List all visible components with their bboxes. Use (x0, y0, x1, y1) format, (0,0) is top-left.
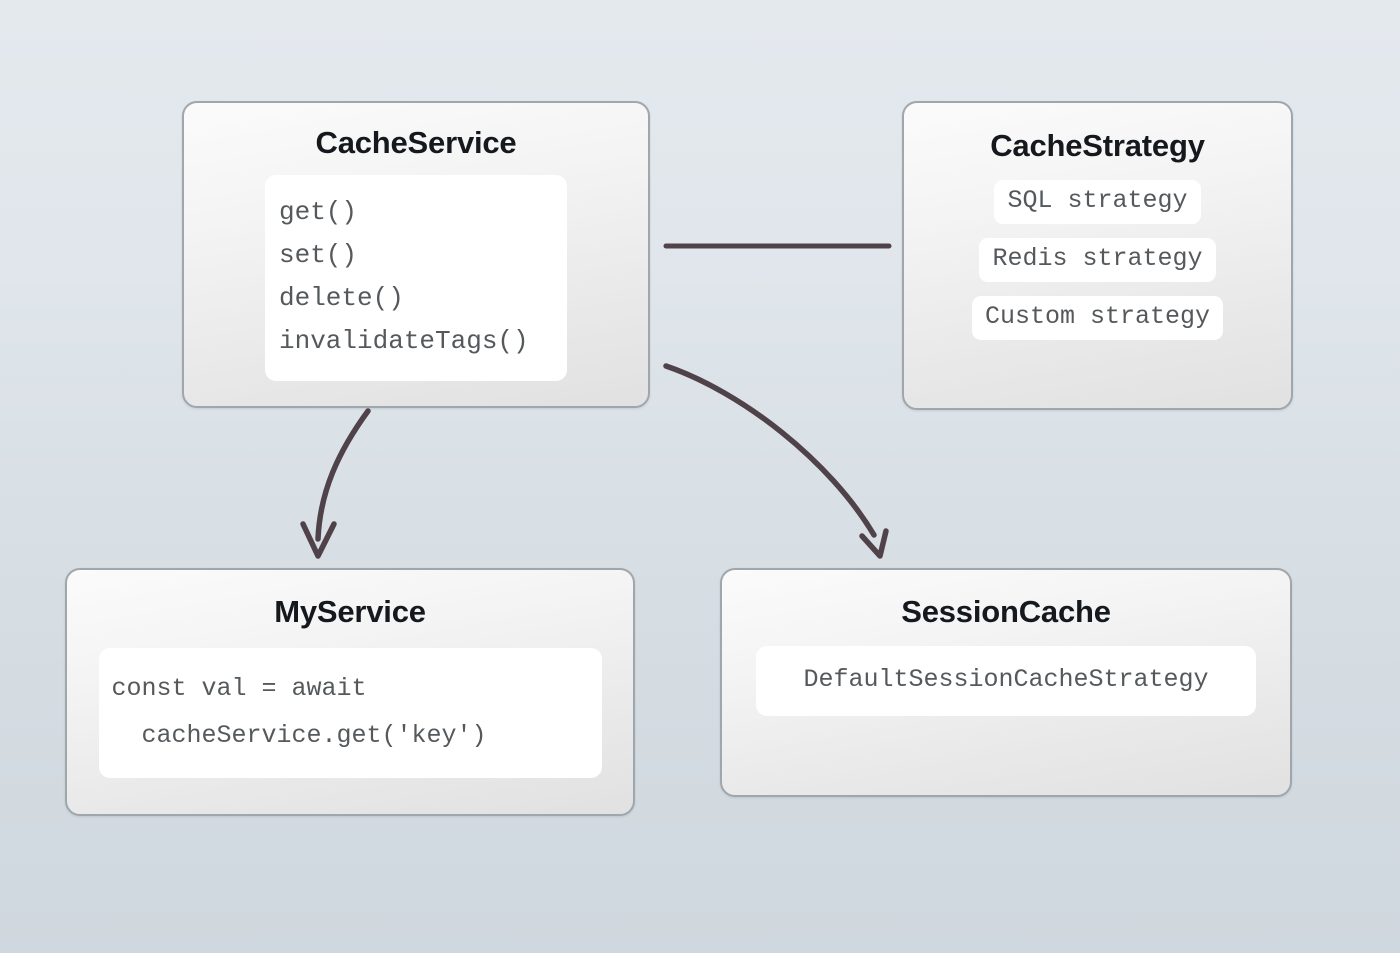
node-my-service-code-panel: const val = await cacheService.get('key'… (98, 648, 602, 778)
node-session-cache-title: SessionCache (901, 594, 1111, 629)
strategy-chip[interactable]: SQL strategy (994, 180, 1201, 224)
session-cache-strategy-label: DefaultSessionCacheStrategy (803, 665, 1209, 694)
method-item: delete() (279, 283, 404, 313)
node-cache-strategy[interactable]: CacheStrategy SQL strategy Redis strateg… (902, 101, 1293, 410)
arrowhead-sessioncache-icon (859, 528, 889, 559)
node-cache-service[interactable]: CacheService get() set() delete() invali… (182, 101, 650, 408)
strategy-chip[interactable]: Redis strategy (979, 238, 1216, 282)
connector-cacheservice-to-sessioncache (663, 363, 877, 538)
connector-cacheservice-to-myservice (315, 408, 371, 542)
node-my-service[interactable]: MyService const val = await cacheService… (65, 568, 635, 816)
strategy-chip[interactable]: Custom strategy (971, 296, 1224, 340)
node-cache-service-methods-panel: get() set() delete() invalidateTags() (265, 175, 567, 381)
method-item: set() (279, 240, 358, 270)
node-cache-service-title: CacheService (315, 125, 517, 160)
arrowhead-myservice-icon (300, 521, 337, 559)
node-session-cache[interactable]: SessionCache DefaultSessionCacheStrategy (720, 568, 1292, 797)
code-line: cacheService.get('key') (111, 721, 487, 750)
strategy-chip-list: SQL strategy Redis strategy Custom strat… (904, 180, 1291, 340)
code-line: const val = await (111, 674, 367, 703)
method-item: invalidateTags() (279, 326, 529, 356)
node-cache-strategy-title: CacheStrategy (990, 128, 1205, 163)
node-my-service-title: MyService (274, 594, 426, 629)
method-item: get() (279, 197, 358, 227)
node-session-cache-strategy-panel: DefaultSessionCacheStrategy (756, 646, 1256, 716)
